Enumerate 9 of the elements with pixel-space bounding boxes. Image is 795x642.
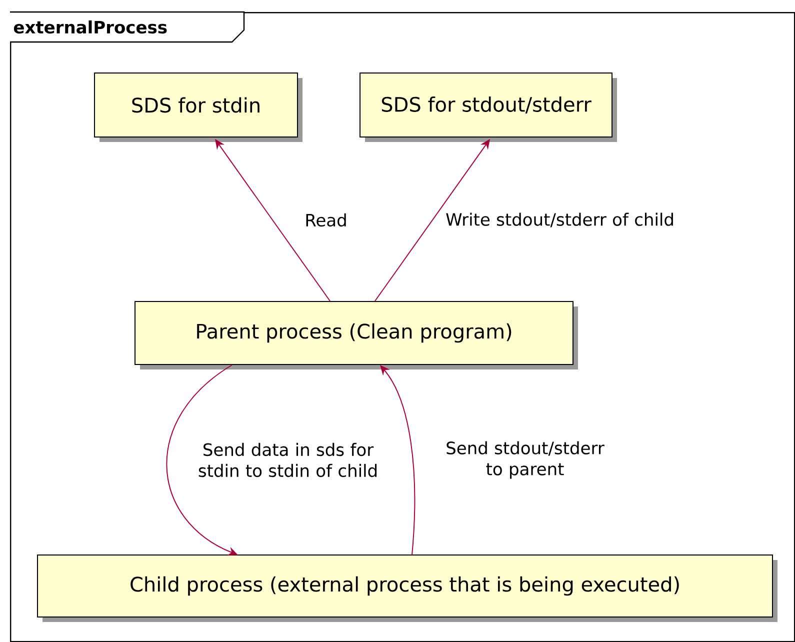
edge-label: Read: [306, 213, 346, 227]
edge-label: Send data in sds for stdin to stdin of child: [198, 442, 377, 478]
arrow: [380, 365, 416, 556]
process-box: SDS for stdout/stderr: [360, 72, 612, 138]
edge-label: Send stdout/stderr to parent: [446, 441, 604, 479]
edge-label: Write stdout/stderr of child: [446, 212, 673, 228]
process-box: SDS for stdin: [94, 72, 298, 138]
process-box: Parent process (Clean program): [134, 301, 574, 365]
process-box: Child process (external process that is being executed): [37, 554, 773, 618]
